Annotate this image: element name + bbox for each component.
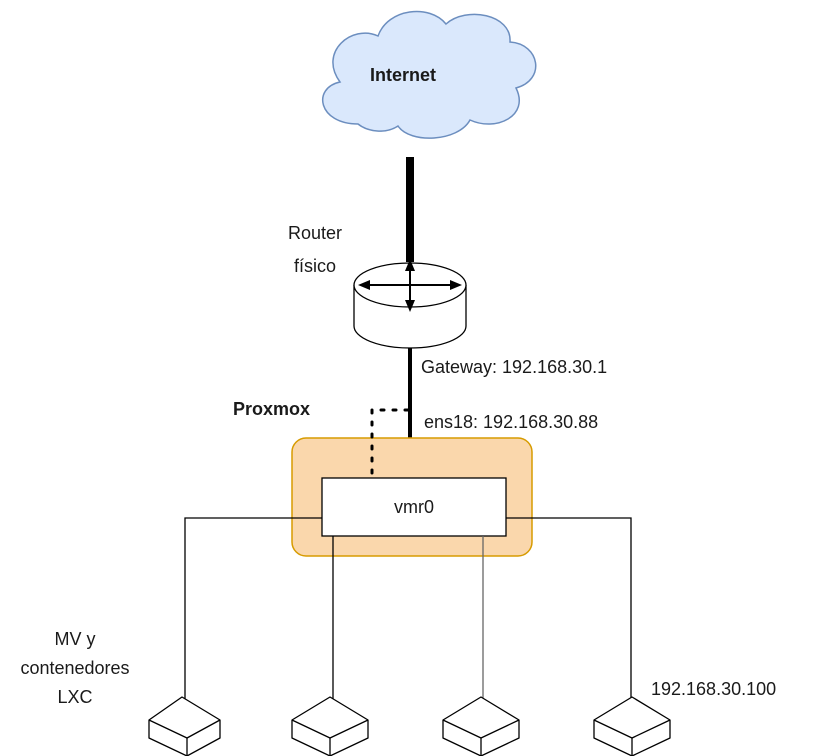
clients-label-line3: LXC bbox=[57, 687, 93, 707]
router-label-line1: Router bbox=[287, 223, 343, 243]
router-icon bbox=[353, 259, 467, 349]
clients-label-line1: MV y bbox=[54, 629, 96, 649]
vmr0-label: vmr0 bbox=[394, 497, 434, 517]
client-ip-label: 192.168.30.100 bbox=[651, 679, 777, 699]
vmr0-bridge-box bbox=[321, 477, 507, 537]
client-line-1 bbox=[184, 517, 322, 700]
internet-label: Internet bbox=[370, 65, 437, 85]
clients-label-line2: contenedores bbox=[20, 658, 130, 678]
proxmox-dotted-connector bbox=[370, 408, 410, 480]
gateway-label: Gateway: 192.168.30.1 bbox=[421, 357, 608, 377]
internet-cloud-shape bbox=[322, 10, 537, 139]
proxmox-label: Proxmox bbox=[233, 399, 311, 419]
ens18-label: ens18: 192.168.30.88 bbox=[424, 412, 599, 432]
client-device-1 bbox=[148, 696, 221, 756]
client-device-3 bbox=[442, 696, 520, 756]
client-line-4 bbox=[506, 517, 632, 700]
client-device-2 bbox=[291, 696, 369, 756]
router-label-line2: físico bbox=[293, 256, 336, 276]
client-device-4 bbox=[593, 696, 671, 756]
